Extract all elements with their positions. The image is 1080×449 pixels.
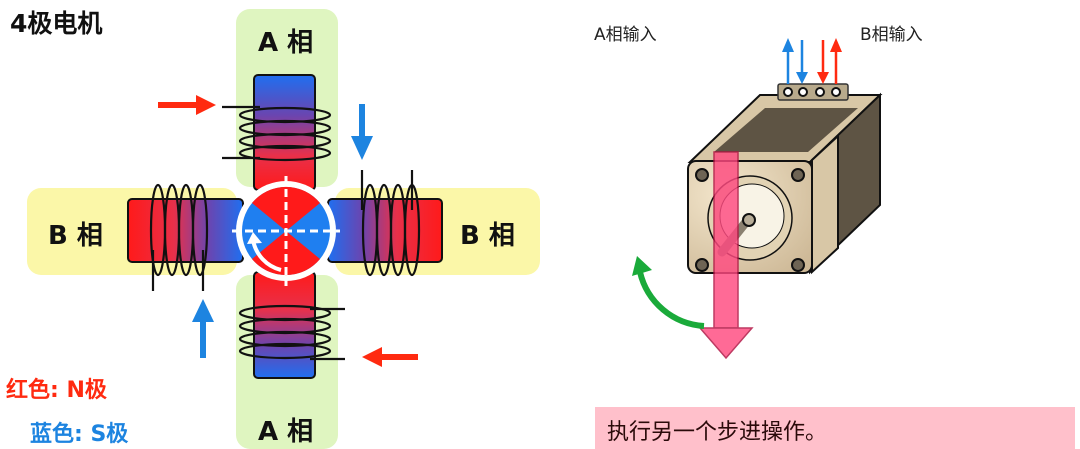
legend-north: 红色: N极 xyxy=(6,378,107,403)
arrow-left-red-icon xyxy=(362,347,418,367)
rotation-arrow-icon xyxy=(251,239,282,272)
arrow-up-blue-icon xyxy=(192,299,214,358)
phase-b-left-label: B 相 xyxy=(48,221,103,251)
phase-a-bottom-label: A 相 xyxy=(258,417,314,447)
coil-a-bottom xyxy=(238,304,345,361)
input-wire-arrows-icon xyxy=(782,38,842,84)
coil-b-right xyxy=(360,170,421,277)
rotor xyxy=(232,176,340,286)
legend-south: 蓝色: S极 xyxy=(30,422,129,447)
step-down-arrow-icon xyxy=(698,151,754,360)
input-a-label: A相输入 xyxy=(594,25,657,45)
connector-block xyxy=(777,83,849,101)
coil-b-left xyxy=(149,183,209,291)
motor-title: 4极电机 xyxy=(10,9,103,38)
caption-box xyxy=(595,407,1075,449)
pole-a-bottom xyxy=(253,271,316,379)
arrow-down-blue-icon xyxy=(351,104,373,160)
pole-b-right xyxy=(327,198,443,263)
pole-a-top xyxy=(253,74,316,191)
input-b-label: B相输入 xyxy=(860,25,923,45)
caption-text: 执行另一个步进操作。 xyxy=(607,420,828,445)
arrow-right-red-icon xyxy=(158,95,216,115)
rotation-direction-arrow-icon xyxy=(632,256,705,329)
pole-b-left xyxy=(127,198,244,263)
phase-a-top-label: A 相 xyxy=(258,28,314,58)
coil-a-top xyxy=(222,105,332,162)
phase-b-right-label: B 相 xyxy=(460,221,515,251)
